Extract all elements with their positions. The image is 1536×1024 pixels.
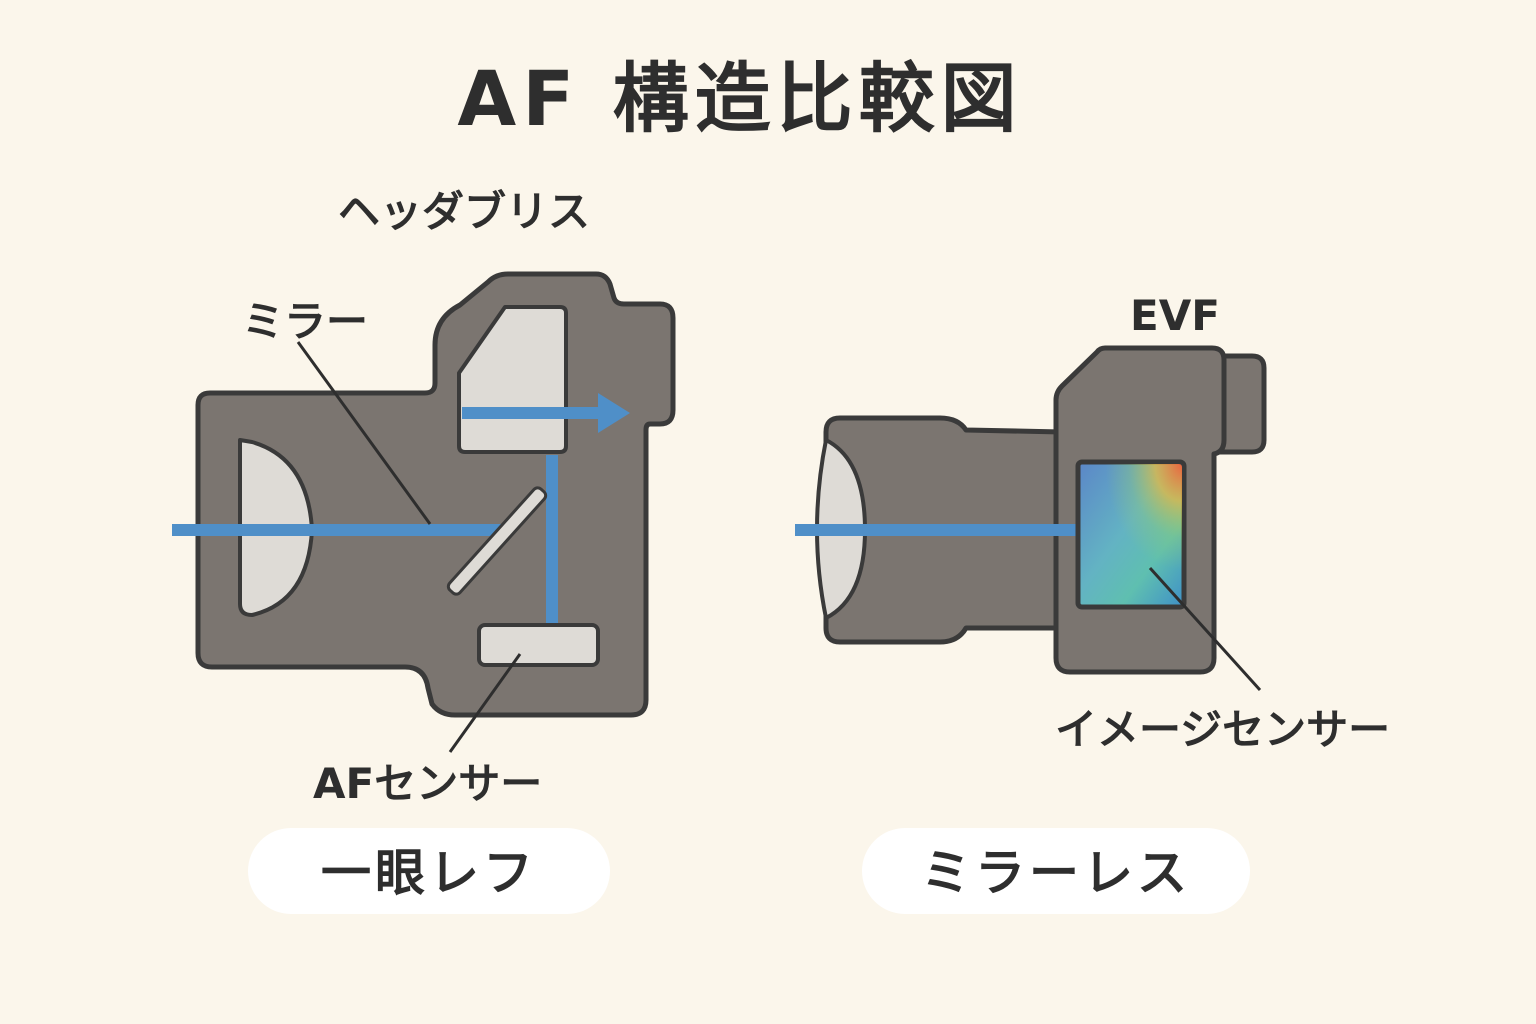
image-sensor-label: イメージセンサー: [1055, 705, 1390, 754]
mirrorless-caption: ミラーレス: [921, 844, 1191, 902]
mirrorless-camera: EVF イメージセンサー: [795, 291, 1390, 754]
evf-label: EVF: [1130, 291, 1220, 340]
viewfinder-arrow-icon: [598, 393, 630, 433]
mirror-leader-line: [296, 341, 432, 525]
page-title: AF 構造比較図: [457, 54, 1022, 143]
af-sensor-leader-line: [448, 653, 522, 753]
dslr-caption-pill: 一眼レフ: [248, 828, 610, 914]
image-sensor-highlight: [1080, 464, 1182, 605]
image-sensor-leader-line: [1148, 566, 1262, 692]
af-sensor-block: [477, 623, 600, 667]
pentaprism-label: ヘッダブリス: [338, 187, 590, 236]
mirrorless-caption-pill: ミラーレス: [862, 828, 1250, 914]
mirror-label: ミラー: [242, 297, 368, 346]
dslr-caption: 一眼レフ: [321, 844, 537, 902]
mirrorless-caption-background: [862, 828, 1250, 914]
evf-eyepiece: [1212, 353, 1267, 455]
af-sensor-label: AFセンサー: [313, 759, 542, 808]
dslr-camera: ヘッダブリス ミラー AFセンサー: [172, 187, 676, 808]
dslr-caption-background: [248, 828, 610, 914]
reflex-mirror: [446, 486, 548, 596]
